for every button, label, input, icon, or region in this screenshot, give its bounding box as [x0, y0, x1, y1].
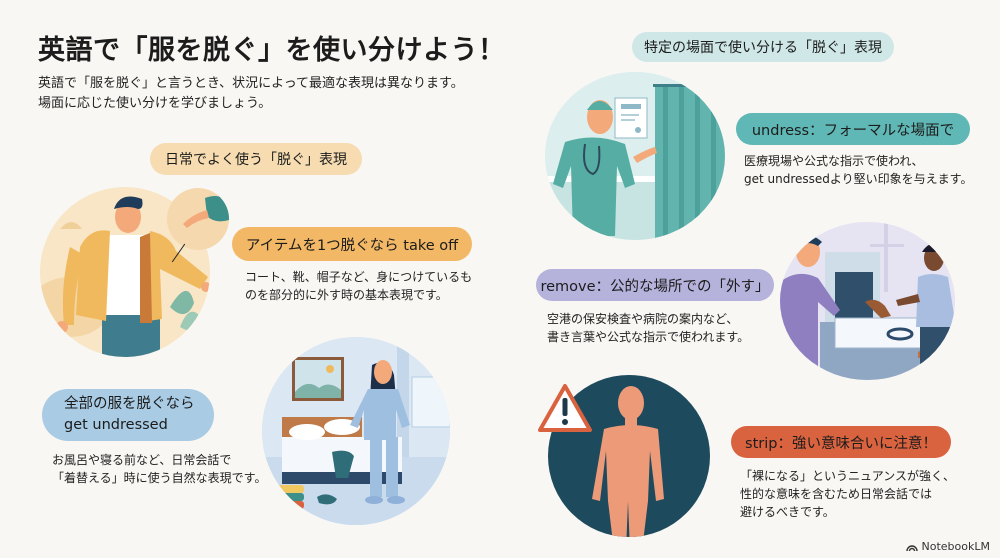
label-take-off: アイテムを1つ脱ぐなら take off	[232, 227, 472, 261]
page-subtitle: 英語で「服を脱ぐ」と言うとき、状況によって最適な表現は異なります。 場面に応じた…	[38, 76, 464, 111]
desc-undress: 医療現場や公式な指示で使われ、 get undressedより堅い印象を与えます…	[744, 154, 973, 186]
label-undress: undress：フォーマルな場面で	[736, 113, 970, 145]
illustration-doctor-with-curtain	[545, 72, 725, 240]
brand-name: NotebookLM	[921, 540, 990, 553]
desc-strip: 「裸になる」というニュアンスが強く、 性的な意味を含むため日常会話では 避けるべ…	[740, 469, 956, 519]
section-heading-daily: 日常でよく使う「脱ぐ」表現	[150, 143, 362, 175]
warning-icon	[538, 384, 592, 432]
illustration-airport-security-check	[780, 222, 955, 380]
section-heading-specific: 特定の場面で使い分ける「脱ぐ」表現	[632, 32, 894, 62]
label-remove: remove：公的な場所での「外す」	[536, 269, 774, 301]
desc-get-undressed: お風呂や寝る前など、日常会話で 「着替える」時に使う自然な表現です。	[52, 453, 267, 485]
label-get-undressed: 全部の服を脱ぐなら get undressed	[42, 389, 214, 441]
label-strip: strip：強い意味合いに注意！	[731, 426, 951, 458]
page-title: 英語で「服を脱ぐ」を使い分けよう！	[38, 35, 506, 66]
desc-take-off: コート、靴、帽子など、身につけているも のを部分的に外す時の基本表現です。	[245, 270, 473, 302]
illustration-woman-in-pajamas-bedroom	[262, 337, 450, 525]
illustration-hand-detail-inset	[167, 188, 229, 250]
notebooklm-icon	[905, 544, 918, 551]
desc-remove: 空港の保安検査や病院の案内など、 書き言葉や公式な指示で使われます。	[547, 312, 750, 344]
notebooklm-logo: NotebookLM	[905, 540, 990, 553]
